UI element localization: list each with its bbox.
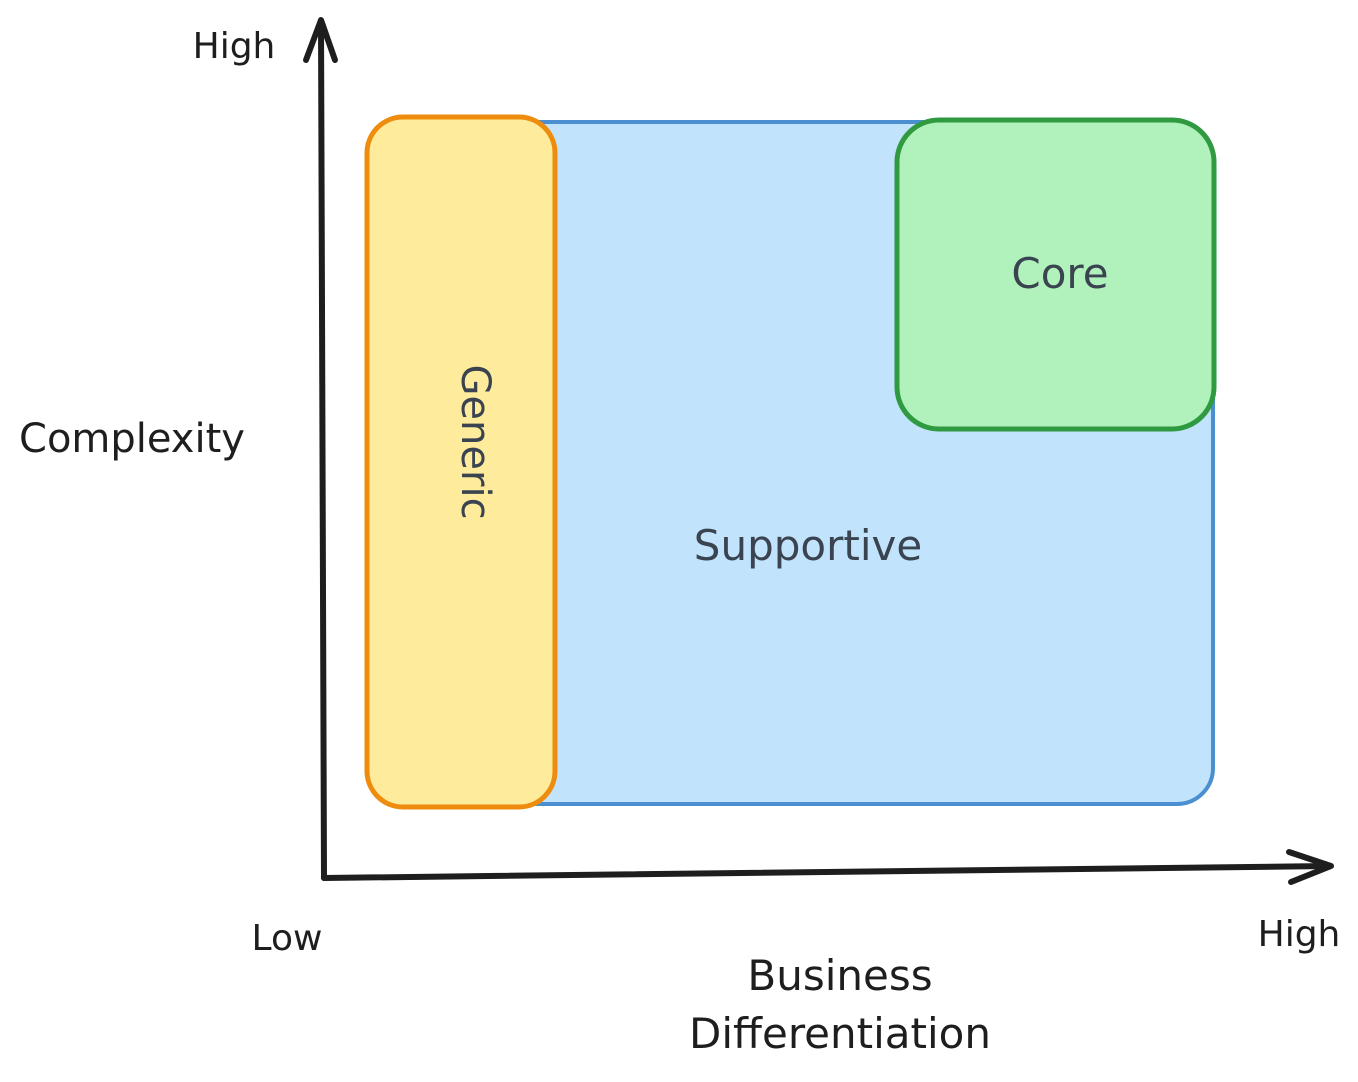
y-axis-high-label: High <box>193 26 276 67</box>
y-axis <box>303 17 338 881</box>
x-axis-title-line-2: Differentiation <box>689 1009 991 1058</box>
core-region: Core <box>894 117 1217 432</box>
x-axis-low-label: Low <box>252 918 323 959</box>
x-axis-line <box>321 863 1333 881</box>
x-axis-arrowhead-icon <box>1286 849 1334 885</box>
x-axis <box>321 849 1334 885</box>
generic-label: Generic <box>452 364 498 519</box>
core-box <box>894 117 1217 432</box>
supportive-label: Supportive <box>694 521 922 570</box>
y-axis-title: Complexity <box>19 416 245 462</box>
y-axis-line <box>318 19 327 881</box>
x-axis-high-label: High <box>1258 914 1341 955</box>
core-label: Core <box>1011 249 1108 298</box>
x-axis-title-line-1: Business <box>747 951 932 1000</box>
generic-box <box>364 114 558 810</box>
generic-region: Generic <box>364 114 558 810</box>
y-axis-arrowhead-icon <box>303 17 338 63</box>
